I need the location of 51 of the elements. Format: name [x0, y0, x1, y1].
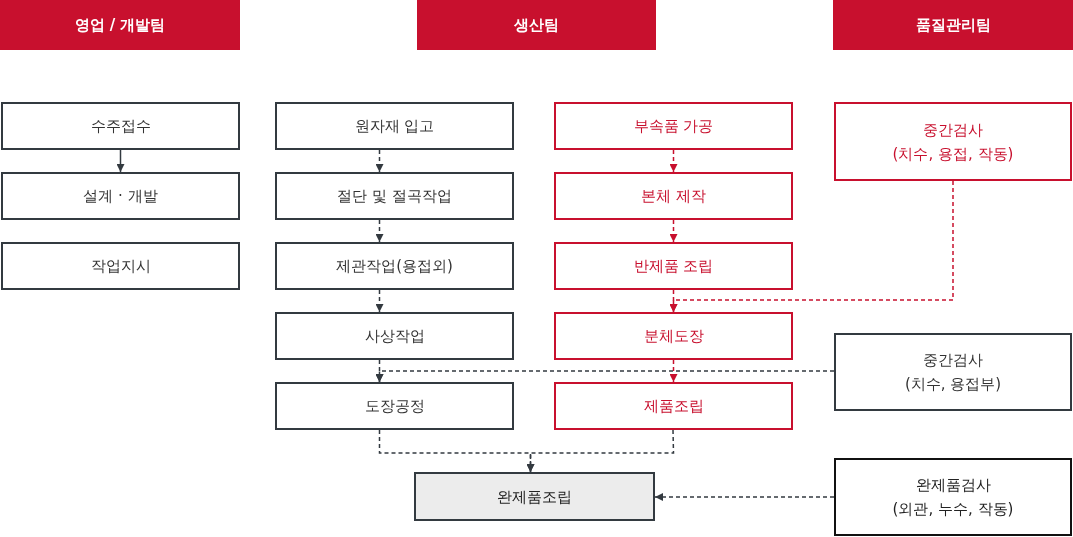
- arrow: [669, 149, 678, 173]
- step-label: 부속품 가공: [632, 116, 715, 137]
- process-box: [275, 242, 514, 290]
- step-label: 도장공정: [363, 396, 426, 417]
- step-label: 완제품조립: [496, 486, 573, 508]
- step-label: 수주접수: [89, 116, 152, 137]
- step-label: 제품조립: [642, 396, 705, 417]
- arrow: [669, 219, 678, 243]
- arrow: [654, 493, 835, 501]
- step-label: 반제품 조립: [632, 256, 715, 277]
- process-box: [834, 333, 1072, 411]
- process-box: [554, 172, 793, 220]
- process-box: [554, 102, 793, 150]
- team-label: 영업 / 개발팀: [73, 15, 167, 36]
- process-box: [1, 102, 240, 150]
- process-box: [554, 382, 793, 430]
- team-header: [833, 0, 1073, 50]
- step-label: 본체 제작: [640, 186, 707, 207]
- inspection-box: [834, 458, 1072, 536]
- step-label: 작업지시: [89, 256, 152, 277]
- step-label: 중간검사 (치수, 용접부): [903, 350, 1003, 395]
- arrow: [669, 180, 954, 313]
- step-label: 원자재 입고: [353, 116, 436, 137]
- arrow: [116, 149, 125, 173]
- process-box: [554, 242, 793, 290]
- arrow: [526, 429, 675, 473]
- step-label: 완제품검사 (외관, 누수, 작동): [891, 475, 1015, 520]
- team-header: [417, 0, 656, 50]
- process-box: [1, 172, 240, 220]
- process-box: [1, 242, 240, 290]
- process-box: [554, 312, 793, 360]
- process-box: [275, 102, 514, 150]
- arrow: [375, 370, 835, 383]
- process-box: [414, 472, 655, 521]
- arrow: [375, 219, 384, 243]
- step-label: 분체도장: [642, 326, 705, 347]
- process-box: [275, 312, 514, 360]
- arrow: [375, 289, 384, 313]
- process-box: [275, 382, 514, 430]
- step-label: 중간검사 (치수, 용접, 작동): [891, 119, 1015, 165]
- arrow: [669, 359, 678, 383]
- arrow: [375, 149, 384, 173]
- step-label: 제관작업(용접외): [335, 256, 454, 277]
- team-header: [0, 0, 240, 50]
- team-label: 생산팀: [513, 15, 560, 36]
- team-label: 품질관리팀: [914, 15, 992, 36]
- step-label: 설계 · 개발: [82, 186, 159, 207]
- step-label: 사상작업: [363, 326, 426, 347]
- process-box: [834, 102, 1072, 181]
- process-box: [275, 172, 514, 220]
- step-label: 절단 및 절곡작업: [336, 186, 453, 207]
